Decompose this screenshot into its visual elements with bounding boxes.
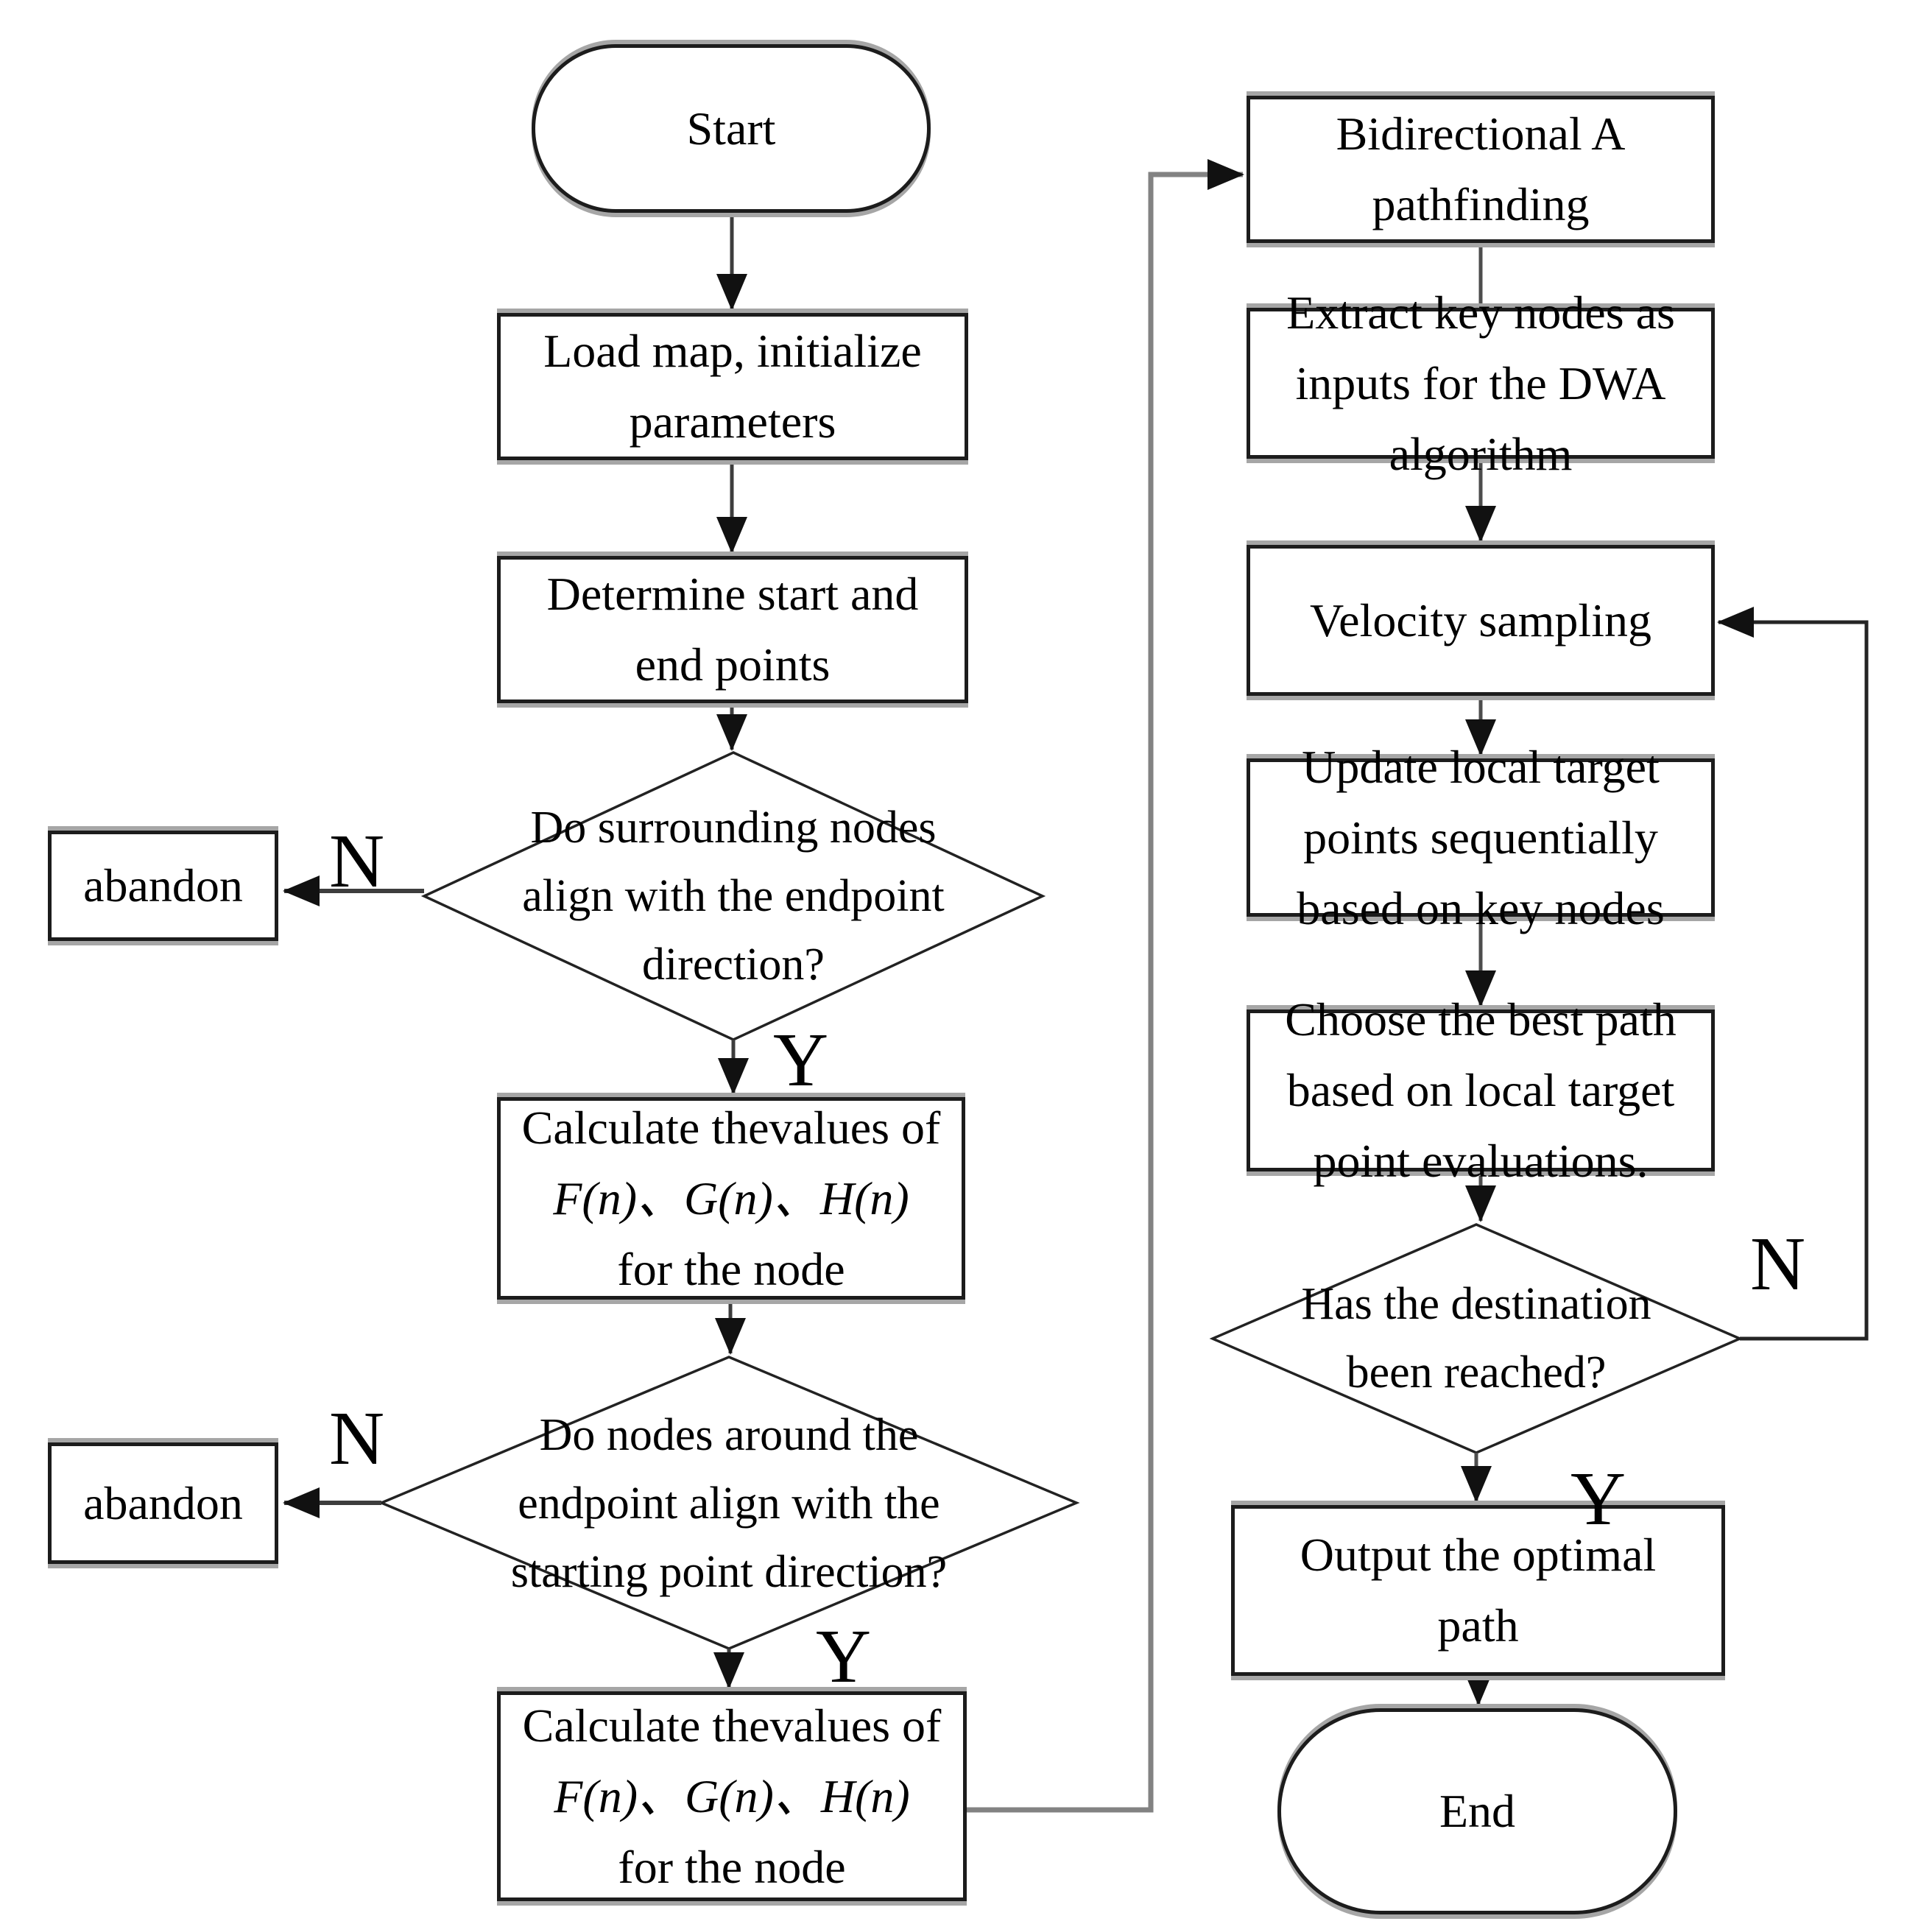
calc-values-step-1: Calculate thevalues of F(n)、G(n)、H(n) fo… <box>497 1097 965 1300</box>
abandon-step-2: abandon <box>48 1442 278 1564</box>
branch-label-no-2: N <box>329 1396 385 1481</box>
branch-label-yes-2: Y <box>816 1614 872 1699</box>
update-local-targets-label: Update local target points sequentially … <box>1297 740 1665 934</box>
start-label: Start <box>686 102 776 155</box>
choose-best-path-label: Choose the best path based on local targ… <box>1285 993 1677 1187</box>
decision-destination-reached-label: Has the destination been reached? <box>1301 1279 1651 1398</box>
decision-surrounding-nodes: Do surrounding nodes align with the endp… <box>490 782 976 1010</box>
edge-decision3-velocity-no-loop <box>1717 607 1869 1341</box>
calc1-line1: Calculate thevalues of <box>521 1101 941 1154</box>
velocity-sampling-label: Velocity sampling <box>1310 593 1651 646</box>
calc-values-step-2: Calculate thevalues of F(n)、G(n)、H(n) fo… <box>497 1691 967 1901</box>
decision-endpoint-nodes: Do nodes around the endpoint align with … <box>464 1388 994 1620</box>
calc1-line2: F(n)、G(n)、H(n) <box>553 1171 909 1224</box>
choose-best-path-step: Choose the best path based on local targ… <box>1247 993 1715 1187</box>
calc2-line1: Calculate thevalues of <box>522 1699 942 1752</box>
determine-points-label: Determine start and end points <box>546 568 919 691</box>
branch-label-yes-3: Y <box>1570 1456 1626 1541</box>
calc1-line3: for the node <box>617 1242 845 1295</box>
load-map-step: Load map, initialize parameters <box>497 313 968 460</box>
extract-key-nodes-step: Extract key nodes as inputs for the DWA … <box>1247 286 1715 480</box>
decision-endpoint-nodes-label: Do nodes around the endpoint align with … <box>510 1410 948 1597</box>
decision-surrounding-nodes-label: Do surrounding nodes align with the endp… <box>522 802 945 990</box>
calc2-line3: for the node <box>618 1840 846 1893</box>
end-terminator: End <box>1277 1708 1677 1914</box>
bidirectional-pathfinding-step: Bidirectional A pathfinding <box>1247 96 1715 243</box>
edge-calc2-bidirectional <box>967 159 1244 1813</box>
calc2-line2: F(n)、G(n)、H(n) <box>554 1769 910 1822</box>
output-optimal-path-label: Output the optimal path <box>1300 1529 1657 1652</box>
output-optimal-path-step: Output the optimal path <box>1231 1505 1725 1676</box>
abandon-label-2: abandon <box>83 1476 243 1529</box>
branch-label-yes-1: Y <box>773 1018 829 1102</box>
decision-destination-reached: Has the destination been reached? <box>1255 1240 1697 1437</box>
abandon-label-1: abandon <box>83 859 243 912</box>
velocity-sampling-step: Velocity sampling <box>1247 545 1715 696</box>
update-local-targets-step: Update local target points sequentially … <box>1247 741 1715 934</box>
bidirectional-pathfinding-label: Bidirectional A pathfinding <box>1336 108 1626 230</box>
load-map-label: Load map, initialize parameters <box>543 325 922 448</box>
abandon-step-1: abandon <box>48 831 278 941</box>
determine-points-step: Determine start and end points <box>497 556 968 703</box>
start-terminator: Start <box>532 44 931 213</box>
branch-label-no-1: N <box>329 819 385 903</box>
extract-key-nodes-label: Extract key nodes as inputs for the DWA … <box>1286 286 1675 480</box>
branch-label-no-3: N <box>1750 1222 1806 1306</box>
end-label: End <box>1439 1785 1516 1837</box>
